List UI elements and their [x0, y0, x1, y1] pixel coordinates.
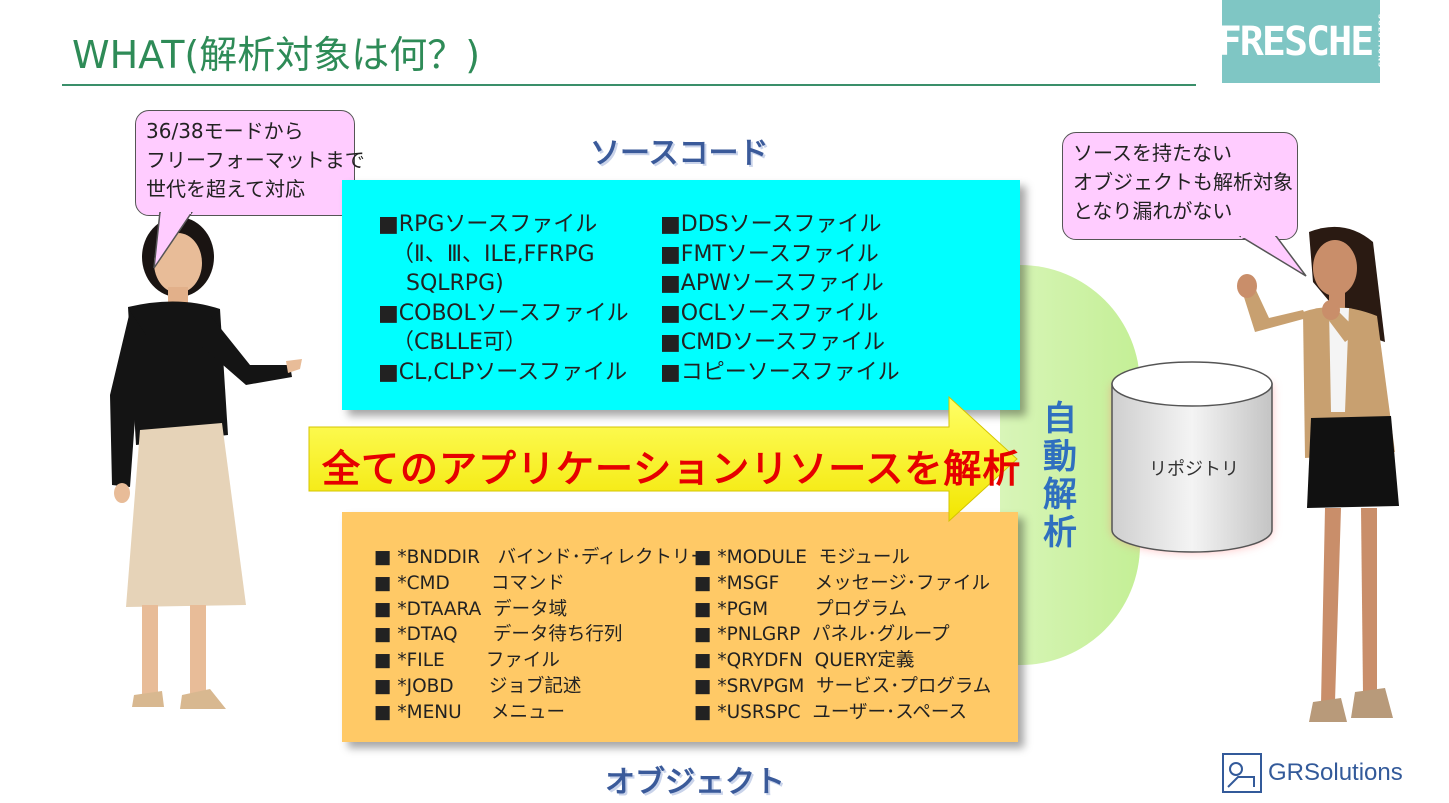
banner-text: 全てのアプリケーションリソースを解析 [322, 447, 1022, 491]
source-code-box [342, 180, 1020, 410]
repository-label: リポジトリ [1149, 459, 1239, 480]
logo-text: FRESCHE [1217, 18, 1375, 65]
speech-bubble-right: ソースを持たない オブジェクトも解析対象 となり漏れがない [1062, 132, 1298, 240]
grsolutions-text: GRSolutions [1268, 759, 1403, 786]
page-title: WHAT(解析対象は何？) [72, 33, 481, 77]
presenter-woman-left-illustration [110, 217, 302, 709]
source-list-right: ■DDSソースファイル ■FMTソースファイル ■APWソースファイル ■OCL… [660, 212, 900, 385]
source-list-left: ■RPGソースファイル （Ⅱ、Ⅲ、ILE,FFRPG SQLRPG) ■COBO… [378, 212, 629, 385]
object-list-right: ■ *MODULE モジュール ■ *MSGF メッセージ･ファイル ■ *PG… [694, 547, 992, 723]
repository-cylinder-icon [1111, 361, 1273, 553]
object-box [342, 512, 1018, 742]
cheering-woman-right-illustration [1237, 226, 1399, 722]
fresche-logo: FRESCHE SOLUTIONS [1218, 0, 1384, 83]
grsolutions-icon [1222, 753, 1262, 793]
source-code-label: ソースコード [590, 136, 769, 171]
banner-arrow [308, 395, 1018, 523]
title-divider [62, 84, 1196, 86]
objects-label: オブジェクト [605, 765, 785, 800]
grsolutions-logo: GRSolutions [1222, 753, 1403, 793]
auto-analysis-text: 自動解析 [1043, 399, 1077, 553]
object-list-left: ■ *BNDDIR バインド･ディレクトリー ■ *CMD コマンド ■ *DT… [374, 547, 710, 723]
logo-subtext: SOLUTIONS [1376, 14, 1385, 69]
speech-bubble-left: 36/38モードから フリーフォーマットまで 世代を超えて対応 [135, 110, 365, 216]
speech-bubble-left-tail [153, 212, 193, 269]
speech-bubble-right-tail [1238, 236, 1307, 277]
